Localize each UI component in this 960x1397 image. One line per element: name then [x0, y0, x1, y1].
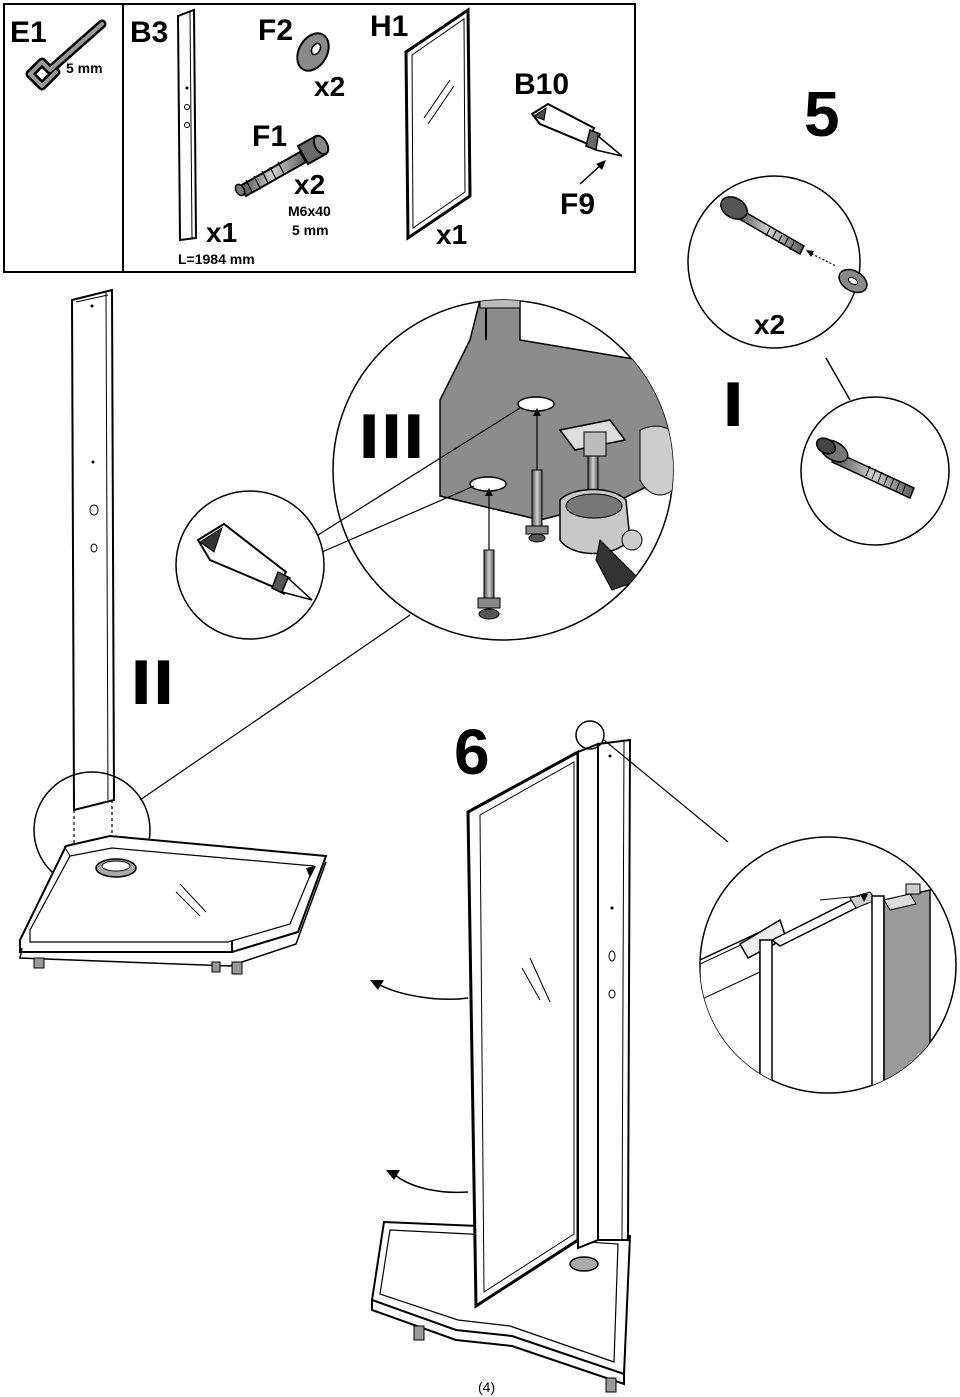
step-number-6: 6: [454, 716, 490, 788]
part-b3-length: L=1984 mm: [178, 251, 255, 267]
right-assembly: [370, 720, 632, 1393]
part-b3-qty: x1: [206, 217, 237, 248]
bolt-icon: [234, 134, 330, 198]
part-e1: E1 5 mm: [10, 16, 107, 91]
part-e1-note: 5 mm: [66, 60, 103, 76]
sealant-tube-icon: [196, 522, 313, 601]
detail-connector: [139, 614, 411, 801]
parts-box: E1 5 mm B3 x1 L=1984 mm F2 x2 F1: [3, 3, 636, 273]
left-assembly: [19, 288, 328, 975]
detail-connector: [603, 739, 729, 843]
part-f1: F1 x2 M6x40 5 mm: [234, 120, 331, 238]
detail-label-ii: II: [130, 649, 175, 719]
wall-profile: [577, 738, 632, 1250]
part-h1: H1 x1: [370, 7, 472, 250]
part-f1-tool: 5 mm: [292, 222, 329, 238]
washer-icon: [838, 268, 868, 294]
part-f1-qty: x2: [294, 169, 325, 200]
page-number: (4): [478, 1379, 495, 1395]
detail-connector: [825, 357, 851, 401]
detail-label-iii: III: [358, 403, 425, 473]
mounting-hole: [469, 476, 507, 492]
bolt-icon: [720, 196, 805, 256]
part-f2-qty: x2: [314, 71, 345, 102]
part-f1-size: M6x40: [288, 203, 331, 219]
part-h1-qty: x1: [436, 219, 467, 250]
part-f9-code: F9: [560, 188, 595, 221]
part-f2-code: F2: [258, 14, 293, 47]
rotation-arrow: [393, 1173, 469, 1194]
step-number-5: 5: [804, 78, 840, 150]
glass-door-icon: [404, 7, 472, 241]
drain-icon: [569, 1256, 599, 1272]
detail-sealant: [175, 490, 325, 640]
rotation-arrow: [377, 983, 469, 1000]
sealant-tube-icon: [530, 102, 623, 157]
detail-assembled-bolt: [800, 396, 950, 546]
detail-base-bolts: [332, 299, 674, 641]
detail-profile-top: [699, 836, 957, 1094]
part-b3: B3 x1 L=1984 mm: [130, 8, 255, 267]
wall-profile: [70, 288, 116, 812]
wall-profile-icon: [176, 8, 198, 242]
arrowhead: [596, 160, 606, 170]
part-b10-code: B10: [514, 68, 569, 101]
shower-tray: [370, 1220, 632, 1393]
detail-bolt-washer: x2: [687, 175, 868, 349]
part-f2: F2 x2: [258, 14, 345, 102]
adjustable-foot: [558, 419, 673, 591]
mounting-hole: [517, 396, 555, 412]
part-b3-code: B3: [130, 16, 168, 49]
detail-label-i: I: [722, 371, 744, 441]
leader-line: [321, 485, 475, 553]
glass-panel: [466, 749, 580, 1309]
detail-callout: [575, 720, 605, 750]
leader-line: [317, 407, 521, 536]
detail-quantity: x2: [754, 309, 785, 340]
part-e1-code: E1: [10, 16, 47, 49]
part-f1-code: F1: [252, 120, 287, 153]
part-b10: B10 F9: [514, 68, 623, 221]
shower-tray: [19, 834, 328, 975]
part-h1-code: H1: [370, 10, 408, 43]
leader-line: [579, 163, 603, 185]
